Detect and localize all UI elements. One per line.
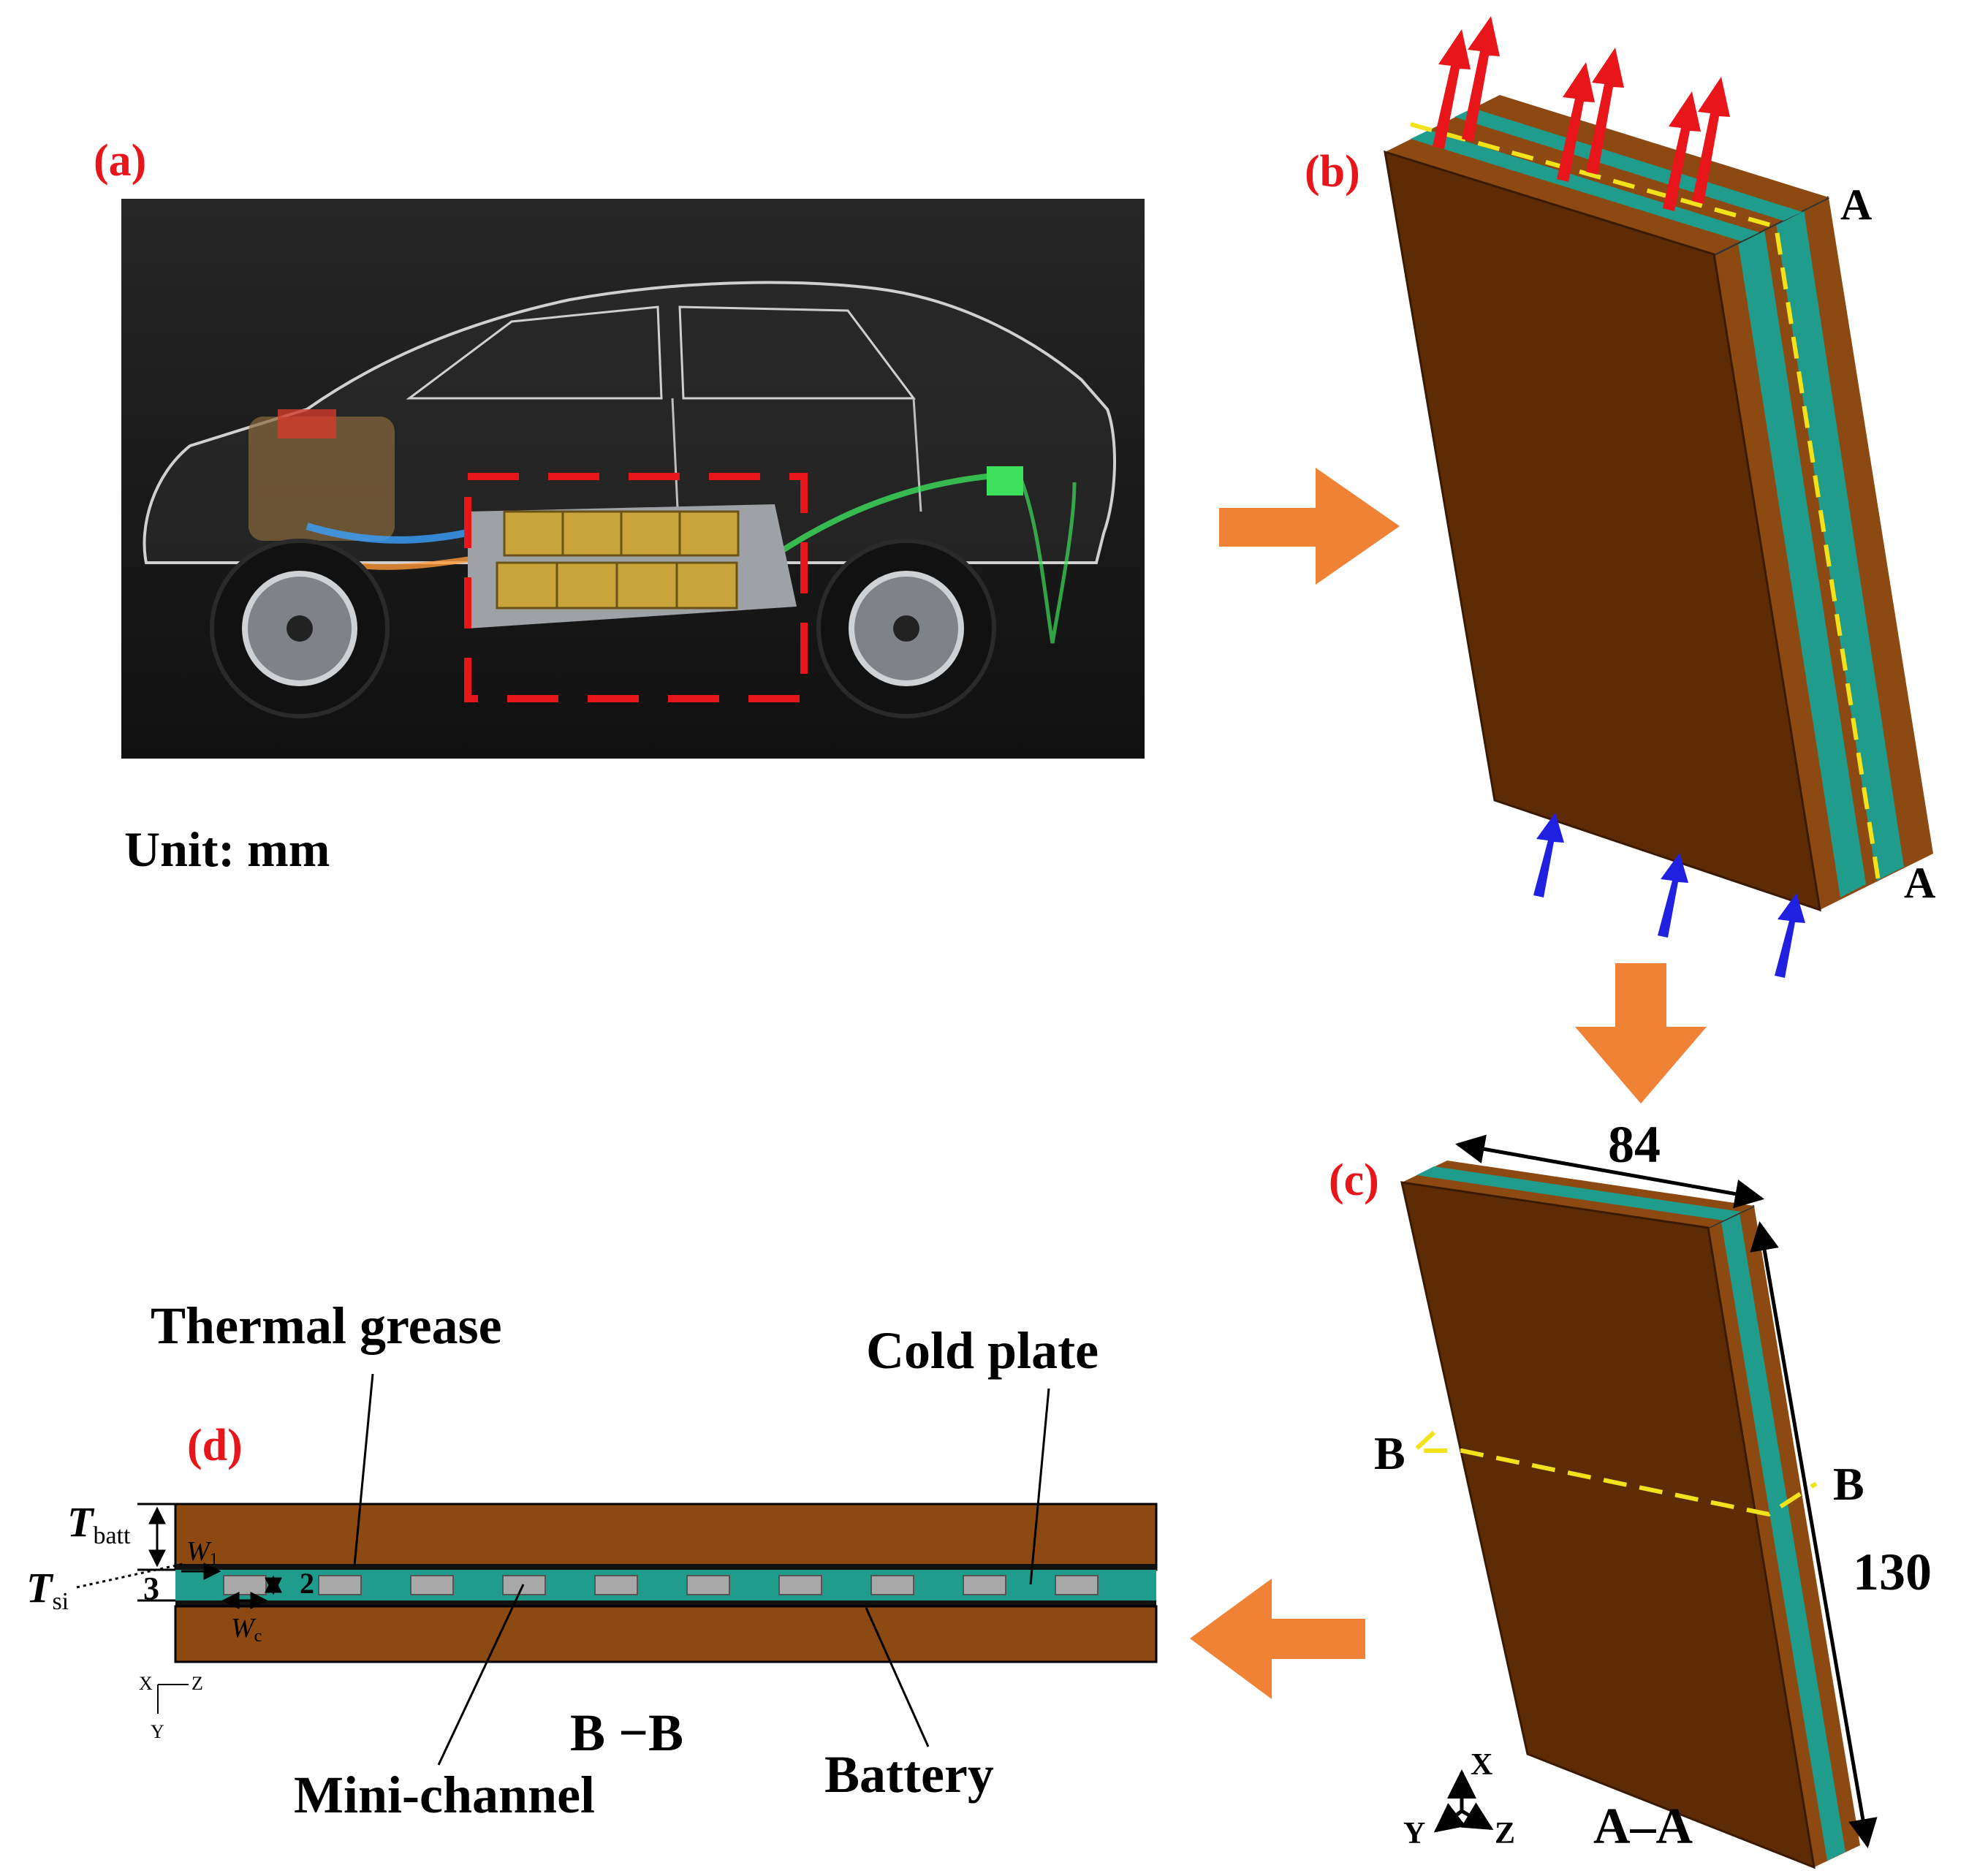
symbol-t-si: Tsi: [26, 1564, 69, 1615]
panel-b: (b) A A: [1305, 16, 1935, 978]
battery-module-3d: [1384, 95, 1933, 912]
panel-c-label: (c): [1329, 1155, 1379, 1205]
dim-130: 130: [1853, 1543, 1932, 1601]
dim-cold-plate-3: 3: [143, 1571, 159, 1606]
thermal-grease-top: [175, 1564, 1156, 1570]
panel-b-label: (b): [1305, 147, 1360, 197]
label-mini-channel: Mini-channel: [294, 1766, 595, 1824]
leader-lines: [353, 1373, 1050, 1766]
hot-outlet-arrows: [1433, 16, 1730, 211]
label-battery: Battery: [824, 1745, 994, 1804]
section-a-top: A: [1840, 181, 1872, 229]
rear-wheel: [816, 539, 996, 718]
section-bb-label: B −B: [570, 1704, 683, 1762]
panel-d: (d) Thermal grease Cold plate Mini-chann…: [26, 1296, 1158, 1824]
cold-inlet-arrows: [1533, 813, 1805, 978]
flow-arrow-right: [1219, 468, 1400, 585]
axis-small-y: Y: [151, 1721, 164, 1742]
panel-d-label: (d): [187, 1421, 243, 1470]
panel-a: (a): [94, 136, 1145, 877]
axis-3d-x: X: [1471, 1748, 1492, 1782]
section-b-right: B: [1833, 1458, 1864, 1510]
axis-3d-z: Z: [1495, 1817, 1515, 1850]
dim-channel-2: 2: [300, 1567, 314, 1600]
label-thermal-grease: Thermal grease: [151, 1296, 502, 1355]
front-wheel: [210, 539, 390, 718]
section-a-bottom: A: [1904, 859, 1935, 907]
axis-small-z: Z: [191, 1673, 203, 1694]
dimension-marks: [76, 1503, 282, 1609]
axis-triad-3d: [1433, 1769, 1494, 1833]
symbol-wc: Wc: [231, 1613, 262, 1646]
axis-3d-y: Y: [1403, 1817, 1425, 1850]
dim-84-line: [1455, 1134, 1764, 1209]
section-b-left: B: [1374, 1427, 1405, 1479]
panel-c: (c) 84 130 B B A–A X Y Z: [1329, 1115, 1932, 1869]
thermal-grease-bottom: [175, 1600, 1156, 1606]
battery-top-layer: [174, 1503, 1158, 1571]
section-aa-label: A–A: [1593, 1799, 1693, 1855]
symbol-w1: W1: [186, 1536, 219, 1569]
flow-arrow-left: [1190, 1579, 1365, 1699]
ev-car-illustration: [121, 199, 1145, 759]
battery-highlight-box: [464, 473, 808, 702]
battery-cells: [496, 510, 740, 609]
symbol-t-batt: Tbatt: [67, 1498, 131, 1549]
label-cold-plate: Cold plate: [866, 1321, 1099, 1380]
battery-bottom-layer: [174, 1605, 1158, 1663]
flow-arrow-down: [1575, 963, 1707, 1104]
mini-channels: [223, 1575, 1099, 1595]
dim-130-line: [1750, 1221, 1878, 1848]
axis-small: [157, 1684, 189, 1714]
dim-84: 84: [1608, 1115, 1661, 1174]
unit-label: Unit: mm: [124, 821, 330, 877]
section-bb-view: [174, 1503, 1158, 1663]
axis-small-x: X: [139, 1673, 153, 1694]
panel-a-label: (a): [94, 136, 146, 186]
